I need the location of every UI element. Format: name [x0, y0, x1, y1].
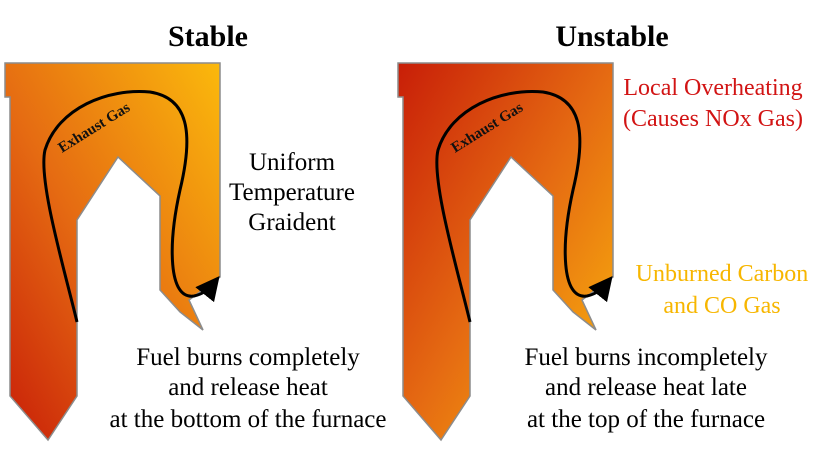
stable-caption: Fuel burns completely and release heat a…: [110, 344, 387, 433]
stable-note-line-2: Temperature: [229, 179, 355, 206]
unstable-exhaust-gas-path: [435, 90, 613, 323]
unstable-caption-line-2: and release heat late: [545, 374, 747, 401]
overheating-line-1: Local Overheating: [623, 75, 802, 101]
unburned-note: Unburned Carbon and CO Gas: [636, 261, 809, 319]
stable-title: Stable: [168, 20, 248, 53]
unburned-line-2: and CO Gas: [663, 293, 780, 319]
stable-note-line-1: Uniform: [249, 149, 336, 176]
unstable-caption: Fuel burns incompletely and release heat…: [524, 344, 768, 433]
overheating-note: Local Overheating (Causes NOx Gas): [623, 75, 803, 132]
stable-furnace: Exhaust Gas: [4, 62, 221, 442]
stable-exhaust-gas-path: [42, 90, 220, 323]
stable-note: Uniform Temperature Graident: [229, 149, 355, 236]
overheating-line-2: (Causes NOx Gas): [623, 106, 803, 132]
unstable-caption-line-1: Fuel burns incompletely: [524, 344, 768, 371]
stable-note-line-3: Graident: [248, 209, 336, 236]
unstable-title: Unstable: [555, 20, 668, 53]
unstable-caption-line-3: at the top of the furnace: [527, 406, 765, 433]
stable-caption-line-3: at the bottom of the furnace: [110, 406, 387, 433]
unstable-furnace: Exhaust Gas: [397, 62, 614, 442]
stable-caption-line-2: and release heat: [168, 374, 328, 401]
unburned-line-1: Unburned Carbon: [636, 261, 809, 287]
stable-caption-line-1: Fuel burns completely: [136, 344, 360, 371]
